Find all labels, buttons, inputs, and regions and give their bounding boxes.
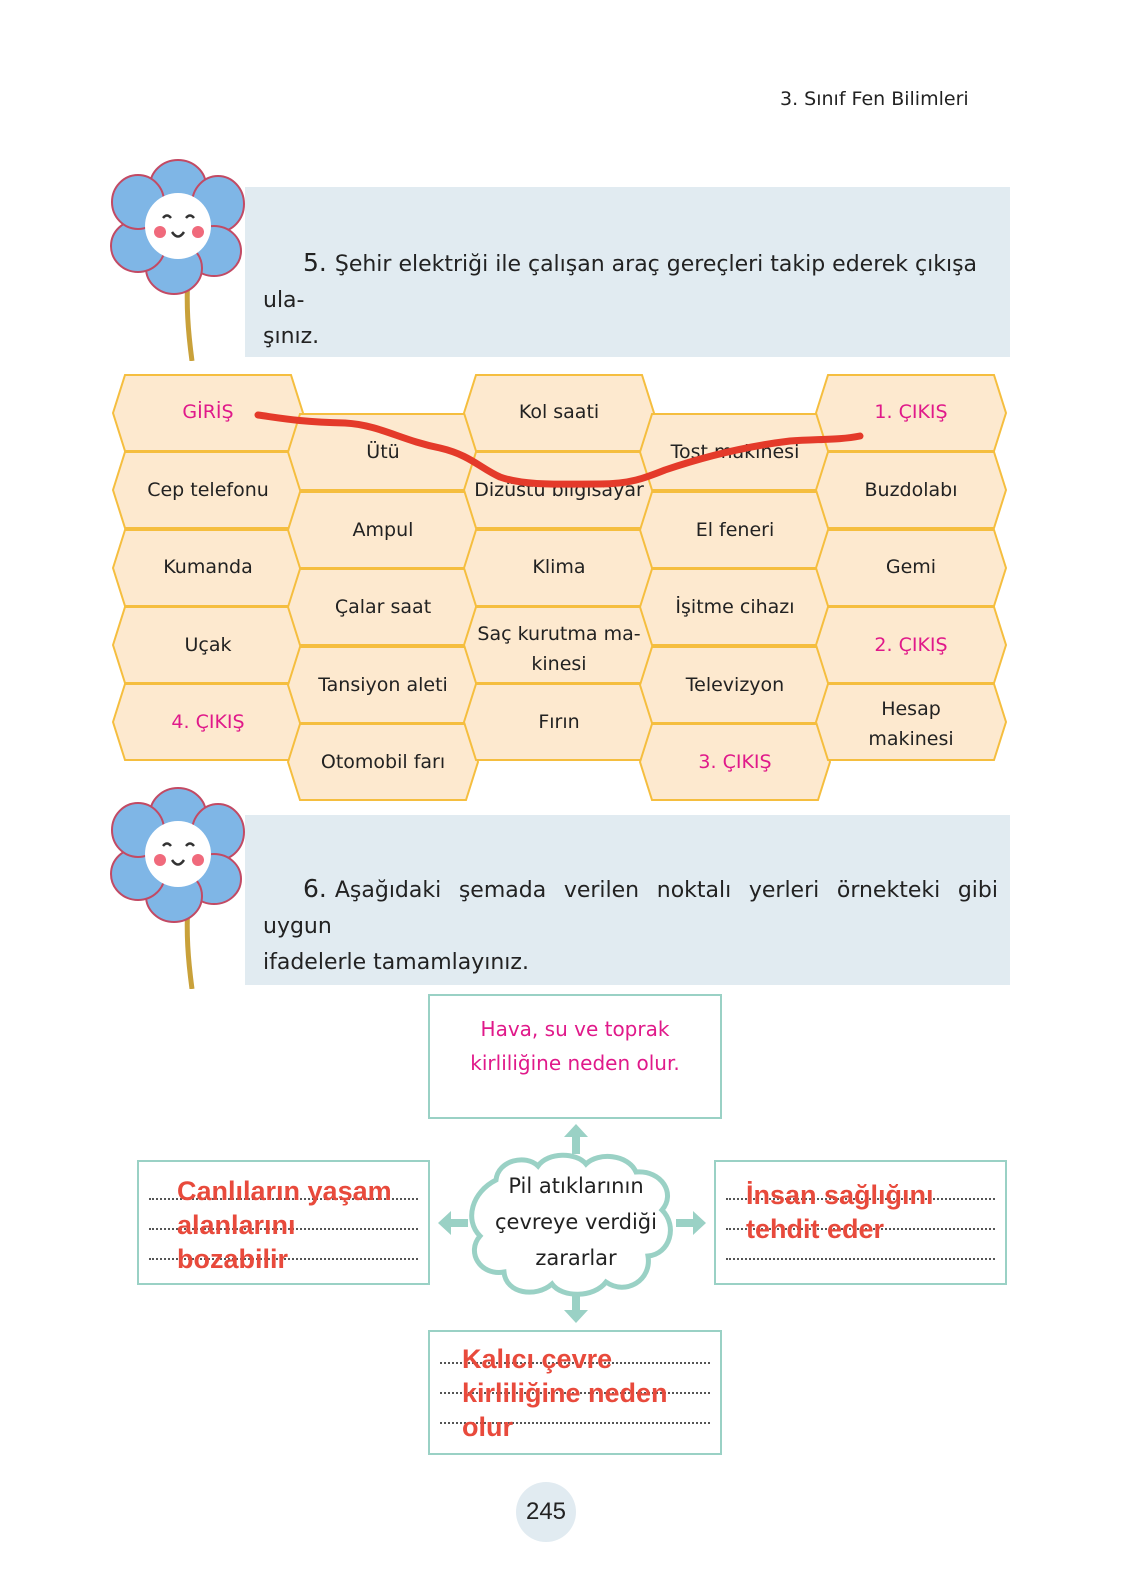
flower-icon — [110, 159, 245, 361]
hex-label: İşitme cihazı — [675, 595, 794, 618]
hex-label: Tansiyon aleti — [317, 674, 448, 696]
question-6-panel: 6.Aşağıdaki şemada verilen noktalı yerle… — [245, 815, 1010, 985]
arrow-left-icon — [438, 1211, 468, 1235]
hex-col5-2 — [814, 451, 1008, 529]
hex-label: Televizyon — [685, 674, 784, 696]
dotted-line — [726, 1258, 995, 1260]
hex-label: Buzdolabı — [865, 479, 958, 501]
hex-label: Ütü — [366, 440, 399, 463]
hex-label: Klima — [532, 556, 585, 578]
hex-label-exit: 1. ÇIKIŞ — [874, 401, 947, 423]
hex-label: Ampul — [353, 519, 414, 541]
question-6-number: 6. — [303, 874, 327, 903]
honeycomb-maze: GİRİŞ Cep telefonu Kumanda Uçak 4. ÇIKIŞ… — [111, 374, 1008, 801]
question-5-number: 5. — [303, 248, 327, 277]
center-cloud-shape — [469, 1152, 673, 1297]
example-text: Hava, su ve toprak kirliliğine neden olu… — [470, 1017, 680, 1075]
question-6-text: 6.Aşağıdaki şemada verilen noktalı yerle… — [263, 874, 998, 975]
diagram-left-box: Canlıların yaşam alanlarını bozabilir — [137, 1160, 430, 1285]
hex-col4-5 — [638, 723, 832, 801]
hex-label: Çalar saat — [335, 596, 431, 618]
center-cloud-text: Pil atıklarının çevreye verdiği zararlar — [495, 1174, 657, 1270]
hex-label-entry: GİRİŞ — [182, 400, 233, 423]
hex-label: Saç kurutma ma- — [477, 623, 640, 645]
hex-label-exit: 3. ÇIKIŞ — [698, 751, 771, 773]
flower-icon — [110, 787, 245, 989]
answer-bottom: Kalıcı çevre kirliliğine neden olur — [462, 1344, 668, 1442]
hex-label: Kol saati — [519, 401, 599, 423]
question-6-text-cont: ifadelerle tamamlayınız. — [263, 950, 529, 975]
hex-label: Hesap — [881, 698, 941, 720]
answer-left: Canlıların yaşam alanlarını bozabilir — [177, 1176, 392, 1274]
hex-label: Fırın — [538, 711, 579, 733]
hex-col2-5 — [286, 723, 480, 801]
dotted-line — [440, 1392, 710, 1394]
question-5-text: 5.Şehir elektriği ile çalışan araç gereç… — [263, 248, 978, 349]
answer-right: İnsan sağlığını tehdit eder — [746, 1180, 934, 1244]
arrow-down-icon — [564, 1293, 588, 1323]
question-5-text-cont: şınız. — [263, 324, 320, 349]
solution-path-line — [254, 411, 864, 488]
dotted-line — [726, 1198, 995, 1200]
hex-label: Otomobil farı — [321, 751, 445, 773]
dotted-line — [149, 1258, 418, 1260]
hex-label: Cep telefonu — [147, 479, 269, 501]
page-header-title: 3. Sınıf Fen Bilimleri — [780, 88, 969, 110]
hex-label: Kumanda — [163, 556, 252, 578]
hex-label-exit: 2. ÇIKIŞ — [874, 634, 947, 656]
dotted-line — [440, 1362, 710, 1364]
diagram-right-box: İnsan sağlığını tehdit eder — [714, 1160, 1007, 1285]
dotted-line — [149, 1228, 418, 1230]
hex-label: Gemi — [886, 556, 936, 578]
diagram-bottom-box: Kalıcı çevre kirliliğine neden olur — [428, 1330, 722, 1455]
diagram-top-box: Hava, su ve toprak kirliliğine neden olu… — [428, 994, 722, 1119]
hex-label: El feneri — [696, 519, 775, 541]
arrow-up-icon — [564, 1124, 588, 1154]
page-number: 245 — [516, 1482, 576, 1542]
question-5-panel: 5.Şehir elektriği ile çalışan araç gereç… — [245, 187, 1010, 357]
hex-label-exit: 4. ÇIKIŞ — [171, 711, 244, 733]
hex-label: kinesi — [531, 653, 586, 675]
hex-label: makinesi — [868, 728, 953, 750]
arrow-right-icon — [676, 1211, 706, 1235]
hex-label: Uçak — [185, 634, 232, 656]
dotted-line — [149, 1198, 418, 1200]
dotted-line — [440, 1422, 710, 1424]
hex-col5-5 — [814, 683, 1008, 761]
dotted-line — [726, 1228, 995, 1230]
